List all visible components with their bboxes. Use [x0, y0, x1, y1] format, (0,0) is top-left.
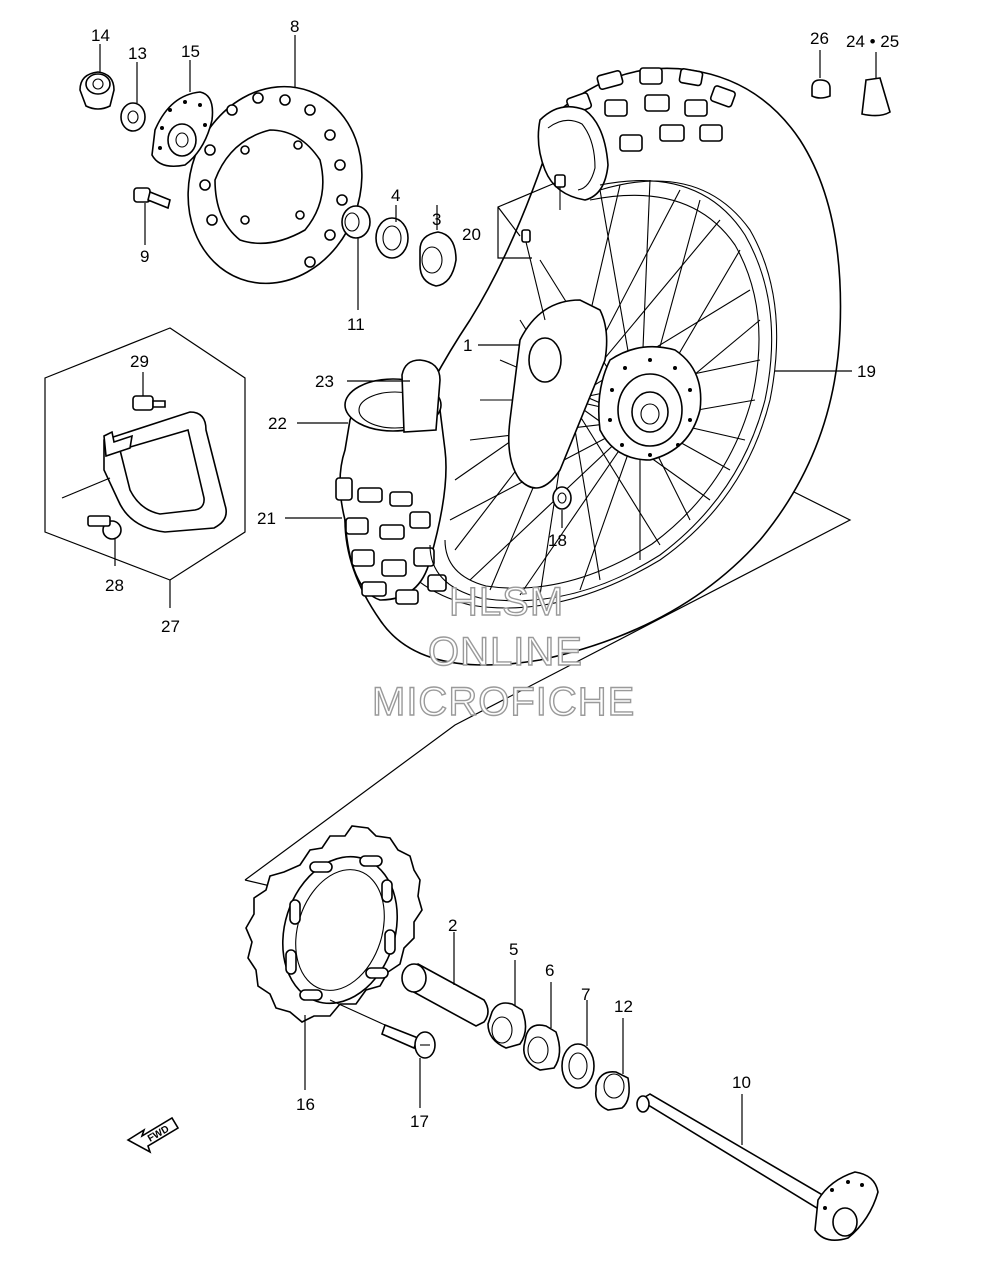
callout-3: 3 — [432, 210, 441, 229]
forward-direction-arrow: FWD — [126, 1116, 180, 1154]
bearing-3 — [419, 205, 457, 287]
callout-9: 9 — [140, 247, 149, 266]
callout-14: 14 — [91, 26, 110, 45]
leader-lines — [285, 344, 852, 528]
tube-section — [335, 359, 447, 605]
callout-27: 27 — [161, 617, 180, 636]
callout-29: 29 — [130, 352, 149, 371]
oil-seal-7 — [561, 1000, 595, 1089]
tire-tread-bottom — [335, 477, 447, 605]
callout-11: 11 — [347, 315, 365, 334]
callout-24-25: 24 • 25 — [846, 32, 899, 51]
watermark-line-1: HLSM — [449, 580, 564, 624]
callout-20: 20 — [462, 225, 481, 244]
washer-13 — [120, 62, 146, 132]
callout-28: 28 — [105, 576, 124, 595]
brake-disc — [187, 35, 363, 285]
rim — [429, 180, 773, 602]
brake-disc-holes — [199, 92, 348, 268]
callout-1: 1 — [463, 336, 472, 355]
hub-spoke-holes — [608, 358, 692, 457]
callout-13: 13 — [128, 44, 147, 63]
callout-4: 4 — [391, 186, 400, 205]
fwd-label: FWD — [146, 1124, 171, 1145]
callout-2: 2 — [448, 916, 457, 935]
callout-16: 16 — [296, 1095, 315, 1114]
bearing-6 — [523, 982, 561, 1071]
watermark-line-3: MICROFICHE — [372, 680, 635, 724]
valve-stem-24-25 — [861, 52, 891, 117]
callout-7: 7 — [581, 985, 590, 1004]
watermark-line-2: ONLINE — [428, 630, 583, 674]
callout-5: 5 — [509, 940, 518, 959]
chain-guide-group — [44, 327, 246, 608]
callout-23: 23 — [315, 372, 334, 391]
spacer-12 — [594, 1018, 630, 1111]
axle — [636, 1093, 879, 1241]
spacer-11 — [341, 205, 371, 310]
callout-15: 15 — [181, 42, 200, 61]
callout-21: 21 — [257, 509, 276, 528]
sprocket-slots — [285, 855, 396, 1001]
callout-10: 10 — [732, 1073, 751, 1092]
watermark: HLSM ONLINE MICROFICHE — [371, 579, 635, 724]
callout-19: 19 — [857, 362, 876, 381]
oil-seal-4 — [375, 205, 409, 259]
callout-labels: 14 13 15 8 9 4 3 11 20 1 19 26 24 • 25 2… — [91, 17, 899, 1131]
callout-26: 26 — [810, 29, 829, 48]
callout-8: 8 — [290, 17, 299, 36]
nut-14 — [79, 44, 115, 110]
hub — [507, 299, 702, 489]
valve-cap-26 — [811, 50, 831, 99]
callout-22: 22 — [268, 414, 287, 433]
bolt-9 — [133, 187, 171, 245]
callout-18: 18 — [548, 531, 567, 550]
bearing-5 — [487, 960, 527, 1049]
rear-sprocket — [245, 825, 423, 1090]
sprocket-bolt — [329, 999, 436, 1108]
tire-tread-top — [566, 67, 736, 152]
sprocket-drum-15 — [151, 60, 214, 168]
callout-6: 6 — [545, 961, 554, 980]
callout-12: 12 — [614, 997, 633, 1016]
washer-18 — [552, 486, 572, 510]
spacer-2 — [401, 932, 489, 1027]
callout-17: 17 — [410, 1112, 429, 1131]
spoke-nipples — [497, 174, 566, 321]
